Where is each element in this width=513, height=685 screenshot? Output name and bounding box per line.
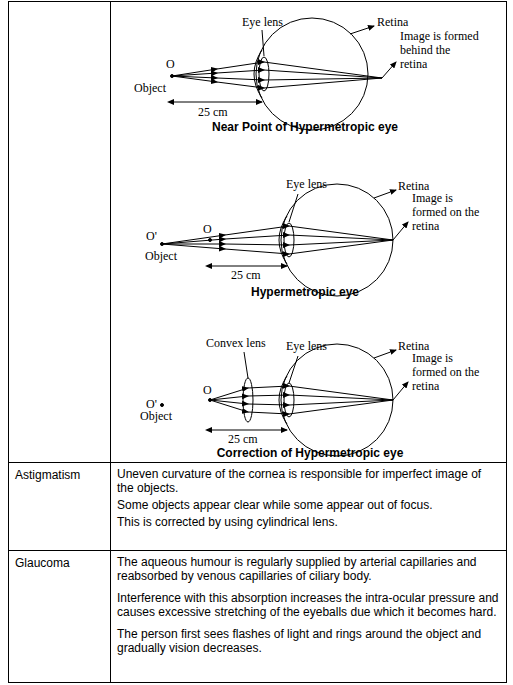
dimension: 25 cm xyxy=(198,106,248,120)
image-note: Image is formed behind the retina xyxy=(400,30,480,71)
part-label: Eye lens xyxy=(286,178,356,192)
figure-caption: Correction of Hypermetropic eye xyxy=(150,447,470,461)
table-text: Interference with this absorption increa… xyxy=(117,591,501,619)
part-label: Eye lens xyxy=(286,340,356,354)
table-text: Uneven curvature of the cornea is respon… xyxy=(117,467,501,495)
eye-diagram-hypermetropic xyxy=(161,184,409,296)
table-text: This is corrected by using cylindrical l… xyxy=(117,515,501,529)
table-cell: The aqueous humour is regularly supplied… xyxy=(117,555,501,663)
object-label: Object xyxy=(145,250,195,264)
point-label: O xyxy=(203,223,223,237)
row-heading: Glaucoma xyxy=(15,556,107,570)
object-label: Object xyxy=(134,82,184,96)
table-text: Some objects appear clear while some app… xyxy=(117,498,501,512)
eye-diagram-correction xyxy=(161,344,409,456)
point-label: O xyxy=(203,384,223,398)
figure-caption: Hypermetropic eye xyxy=(150,286,460,300)
object-label: Object xyxy=(140,410,190,424)
point-label: O' xyxy=(146,230,166,244)
part-label: Convex lens xyxy=(206,337,286,351)
table-text: The aqueous humour is regularly supplied… xyxy=(117,555,501,583)
eye-diagram-near-point xyxy=(171,18,397,130)
table-grid xyxy=(9,2,507,683)
figure-caption: Near Point of Hypermetropic eye xyxy=(150,121,460,135)
part-label: Retina xyxy=(377,16,437,30)
table-cell: Uneven curvature of the cornea is respon… xyxy=(117,467,501,532)
row-heading: Astigmatism xyxy=(15,468,107,482)
part-label: Eye lens xyxy=(242,16,312,30)
point-label: O xyxy=(166,58,186,72)
image-note: Image is formed on the retina xyxy=(412,192,484,233)
table-text: The person first sees flashes of light a… xyxy=(117,627,501,655)
table-cell: Astigmatism xyxy=(15,468,107,485)
image-note: Image is formed on the retina xyxy=(412,352,484,393)
dimension: 25 cm xyxy=(231,269,281,283)
dimension: 25 cm xyxy=(228,433,278,447)
table-cell: Glaucoma xyxy=(15,556,107,573)
